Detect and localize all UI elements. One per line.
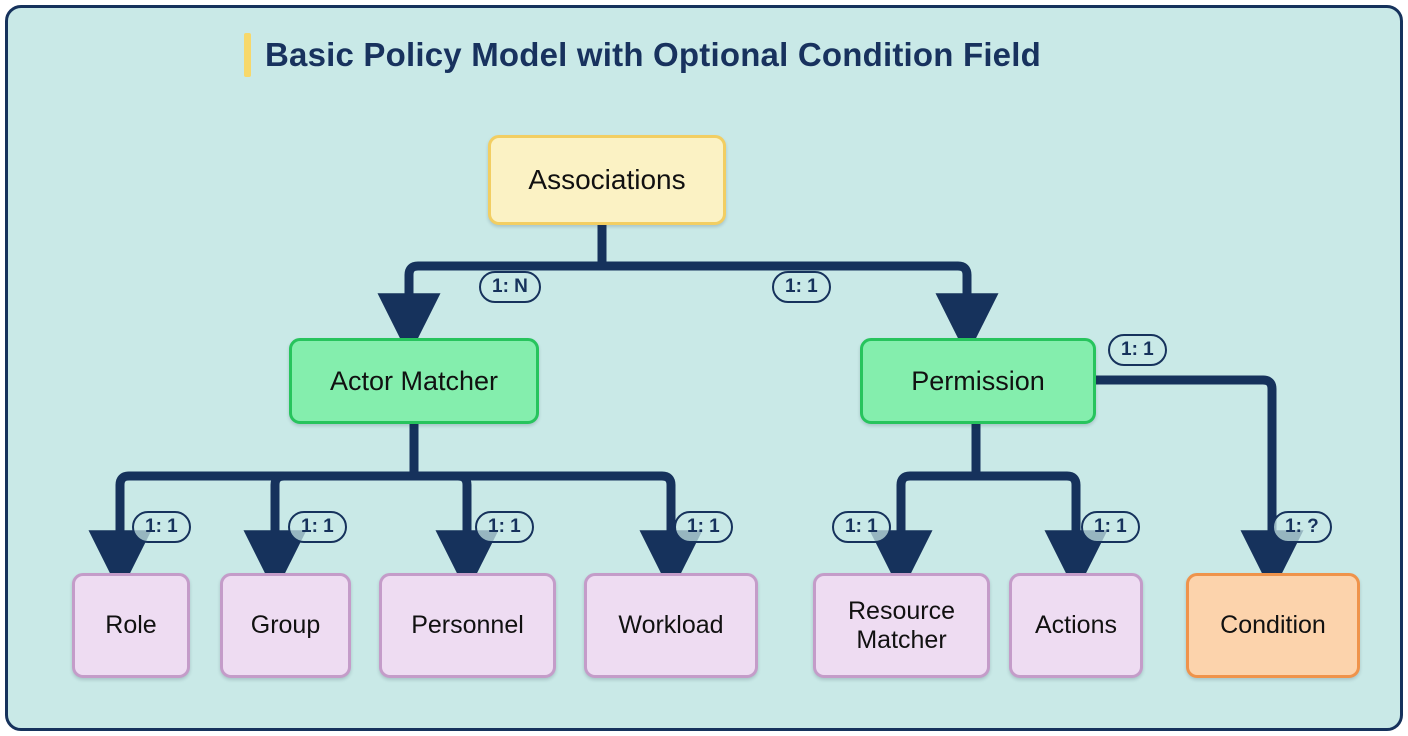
- edge-label-text: 1: N: [492, 276, 528, 297]
- edge-label-text: 1: 1: [145, 516, 178, 537]
- edge-label-permission-resource-matcher: 1: 1: [832, 511, 891, 543]
- edge-label-permission-condition: 1: ?: [1272, 511, 1332, 543]
- edge-label-associations-actor-matcher: 1: N: [479, 271, 541, 303]
- page-title-text: Basic Policy Model with Optional Conditi…: [265, 36, 1041, 73]
- node-resource-matcher[interactable]: Resource Matcher: [813, 573, 990, 678]
- edge-label-text: 1: 1: [488, 516, 521, 537]
- edge-label-text: 1: 1: [785, 276, 818, 297]
- node-group-label: Group: [250, 611, 321, 640]
- edge-label-text: 1: 1: [301, 516, 334, 537]
- node-permission[interactable]: Permission: [860, 338, 1096, 424]
- node-workload[interactable]: Workload: [584, 573, 758, 678]
- node-role-label: Role: [105, 611, 157, 640]
- node-associations-label: Associations: [528, 164, 686, 196]
- node-group[interactable]: Group: [220, 573, 351, 678]
- edge-label-text: 1: 1: [1121, 339, 1154, 360]
- node-permission-label: Permission: [911, 365, 1045, 396]
- title-accent-bar: [244, 33, 251, 77]
- node-role[interactable]: Role: [72, 573, 190, 678]
- page-title: Basic Policy Model with Optional Conditi…: [244, 28, 1041, 82]
- edge-label-actor-matcher-personnel: 1: 1: [475, 511, 534, 543]
- edge-label-actor-matcher-role: 1: 1: [132, 511, 191, 543]
- edge-label-associations-permission: 1: 1: [772, 271, 831, 303]
- diagram-canvas: Basic Policy Model with Optional Conditi…: [5, 5, 1403, 731]
- edge-label-text: 1: ?: [1285, 516, 1319, 537]
- edge-label-text: 1: 1: [687, 516, 720, 537]
- node-associations[interactable]: Associations: [488, 135, 726, 225]
- edge-label-text: 1: 1: [845, 516, 878, 537]
- node-personnel[interactable]: Personnel: [379, 573, 556, 678]
- node-workload-label: Workload: [618, 611, 724, 640]
- edge-label-permission-actions: 1: 1: [1081, 511, 1140, 543]
- node-actions[interactable]: Actions: [1009, 573, 1143, 678]
- edge-label-permission-condition-upper: 1: 1: [1108, 334, 1167, 366]
- edge-label-actor-matcher-group: 1: 1: [288, 511, 347, 543]
- node-resource-matcher-label: Resource Matcher: [848, 597, 955, 654]
- node-condition[interactable]: Condition: [1186, 573, 1360, 678]
- node-personnel-label: Personnel: [411, 611, 524, 640]
- edge-label-text: 1: 1: [1094, 516, 1127, 537]
- node-actions-label: Actions: [1035, 611, 1117, 640]
- node-actor-matcher-label: Actor Matcher: [329, 365, 499, 396]
- node-condition-label: Condition: [1220, 611, 1326, 640]
- node-actor-matcher[interactable]: Actor Matcher: [289, 338, 539, 424]
- edge-label-actor-matcher-workload: 1: 1: [674, 511, 733, 543]
